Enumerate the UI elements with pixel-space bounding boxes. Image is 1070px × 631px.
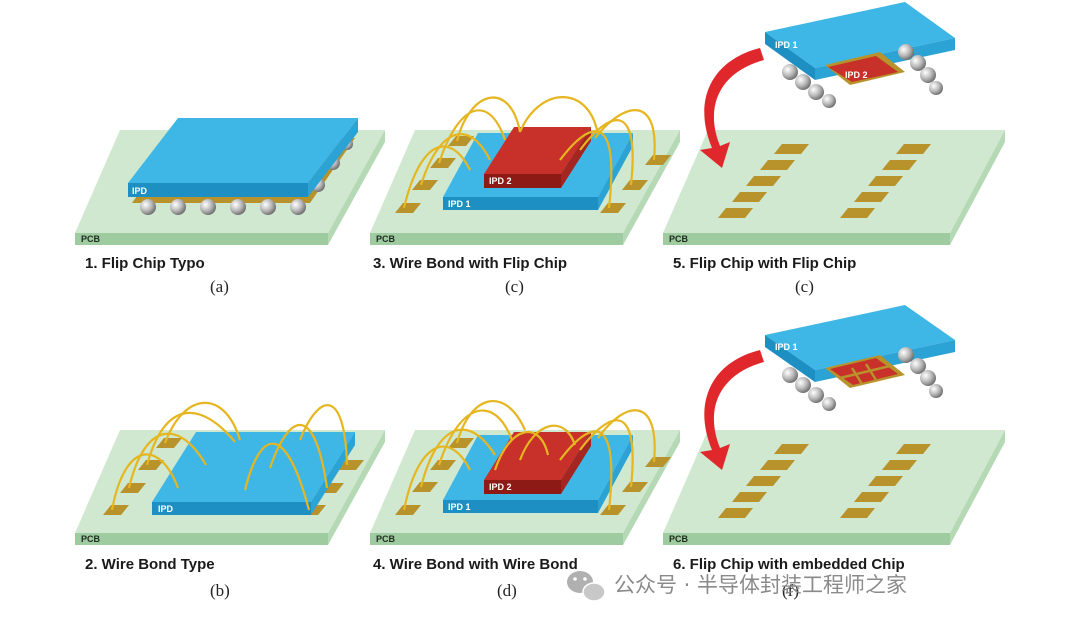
panel-a-flip-chip: PCB IPD 1. Flip Chip Typo (a) [75,118,385,296]
chip-label: IPD [132,186,148,196]
pcb-label: PCB [669,234,689,244]
panel-d-wire-bond-wire-bond: PCB IPD 1 IPD 2 [370,400,680,600]
panel-sublabel: (a) [210,277,229,296]
watermark-text: 公众号 · 半导体封装工程师之家 [614,573,907,597]
pcb-board: PCB [663,130,1005,245]
bond-pads [395,438,671,515]
pcb-label: PCB [669,534,689,544]
ipd-2-label: IPD 2 [489,482,512,492]
pcb-label: PCB [81,234,101,244]
pcb-label: PCB [376,234,396,244]
panel-sublabel: (d) [497,581,517,600]
panel-f-flip-chip-embedded: PCB IPD 1 [663,305,1005,600]
ipd-1-label: IPD 1 [448,502,471,512]
panel-caption: 1. Flip Chip Typo [85,255,205,272]
panel-caption: 3. Wire Bond with Flip Chip [373,255,567,272]
ipd-chip: IPD [152,432,355,515]
embedded-traces [839,363,891,385]
flipped-ipd-1-embedded: IPD 1 [765,305,955,411]
bond-pads [395,136,671,213]
bond-wires [402,400,656,511]
panel-sublabel: (b) [210,581,230,600]
wechat-icon [567,571,606,602]
pcb-label: PCB [376,534,396,544]
bond-wires [110,401,349,511]
panel-c-wire-bond-flip-chip: PCB IPD 1 IPD 2 [370,96,680,296]
ipd-2-chip: IPD 2 [484,127,591,188]
bond-wires [402,96,656,209]
ipd-2-chip: IPD 2 [484,432,591,494]
flip-arrow [700,48,764,168]
pcb-board: PCB [663,430,1005,545]
ipd-1-label: IPD 1 [775,40,798,50]
panel-sublabel: (c) [505,277,524,296]
panel-sublabel: (c) [795,277,814,296]
pcb-label: PCB [81,534,101,544]
ipd-2-label: IPD 2 [845,70,868,80]
flip-arrow [700,350,764,470]
landing-pads [718,144,931,218]
flipped-ipd-1: IPD 1 IPD 2 [765,2,955,108]
ipd-1-label: IPD 1 [775,342,798,352]
panel-e-flip-chip-flip-chip: PCB IPD 1 IPD 2 [663,2,1005,296]
panel-sublabel: (f) [782,581,799,600]
chip-label: IPD [158,504,174,514]
panel-caption: 5. Flip Chip with Flip Chip [673,255,856,272]
ipd-chip: IPD [128,118,358,197]
ipd-2-label: IPD 2 [489,176,512,186]
ipd-1-label: IPD 1 [448,199,471,209]
panel-caption: 2. Wire Bond Type [85,556,215,573]
landing-pads [718,444,931,518]
panel-caption: 6. Flip Chip with embedded Chip [673,556,905,573]
panel-caption: 4. Wire Bond with Wire Bond [373,556,578,573]
watermark: 公众号 · 半导体封装工程师之家 [567,571,907,602]
panel-b-wire-bond: PCB IPD 2. Wire Bond Type (b) [75,401,385,600]
